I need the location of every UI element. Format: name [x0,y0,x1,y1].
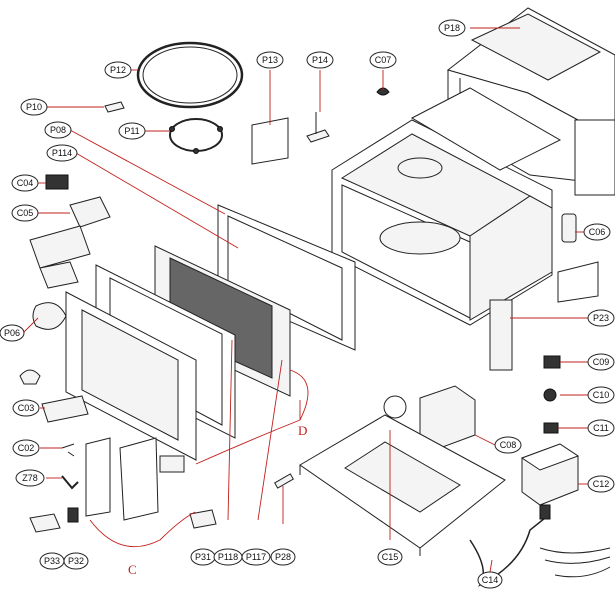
small-clip-drawing [376,87,390,96]
svg-text:C10: C10 [593,390,610,400]
label-P12: P12 [104,61,132,79]
label-P23: P23 [587,309,615,327]
coupler-drawing [104,101,125,113]
svg-text:P117: P117 [246,552,266,562]
switch-drawing [543,355,561,369]
label-P117: P117 [241,548,271,566]
capacitor-drawing [41,395,89,423]
bracket-p33-drawing [29,513,61,533]
label-C09: C09 [587,353,615,371]
svg-text:C08: C08 [500,440,517,450]
hinge-drawing [19,369,41,385]
label-P11: P11 [118,122,146,140]
bracket-drawing [306,112,330,143]
svg-text:P114: P114 [52,148,72,158]
svg-text:Z78: Z78 [22,473,38,483]
cavity-top-frame-drawing [410,87,562,171]
svg-text:C12: C12 [593,479,610,489]
latch-board-drawing [489,299,513,371]
svg-text:C06: C06 [589,227,606,237]
label-P28: P28 [270,548,296,566]
svg-text:P14: P14 [312,55,328,65]
label-P33: P33 [39,552,65,570]
svg-text:C04: C04 [17,178,34,188]
oven-cavity-drawing [331,119,553,326]
label-C06: C06 [583,223,611,241]
label-P114: P114 [46,144,78,162]
svg-text:P118: P118 [218,552,238,562]
small-switch-drawing [543,422,559,434]
svg-text:P13: P13 [262,55,278,65]
diode-drawing [61,443,75,457]
switch-c04-drawing [45,174,69,190]
svg-text:C15: C15 [382,552,399,562]
transformer-drawing [520,443,580,506]
svg-text:C07: C07 [375,55,392,65]
leader-lines [22,27,590,573]
svg-text:C09: C09 [593,357,610,367]
label-C10: C10 [587,386,615,404]
label-C12: C12 [587,475,615,493]
switch-assembly-drawing [69,196,111,228]
thermostat-drawing [543,388,557,402]
label-P14: P14 [306,51,334,69]
label-P10: P10 [20,98,48,116]
svg-text:P32: P32 [68,556,84,566]
panel-plate-drawing [85,437,111,517]
label-C05: C05 [11,204,39,222]
label-C03: C03 [12,399,40,417]
fuse-holder-drawing [561,213,577,243]
bracket-p28-drawing [274,473,294,489]
label-P31: P31 [190,548,216,566]
label-P08: P08 [44,121,72,139]
svg-text:P18: P18 [444,23,460,33]
label-Z78: Z78 [15,469,45,487]
glass-tray-drawing [136,41,244,109]
label-C04: C04 [11,174,39,192]
spring-z78-drawing [61,475,79,490]
label-C15: C15 [377,548,403,566]
svg-text:P23: P23 [593,313,609,323]
label-P18: P18 [438,19,466,37]
knob-p32-drawing [67,507,79,523]
svg-text:C02: C02 [18,443,35,453]
wire-harness-drawing [539,547,611,578]
label-C08: C08 [494,436,522,454]
svg-text:P28: P28 [275,552,291,562]
svg-text:P12: P12 [110,65,126,75]
roller-ring-drawing [169,118,223,152]
display-board-drawing [159,455,185,473]
label-C14: C14 [477,571,503,589]
switch-p31-drawing [189,509,217,529]
svg-text:P33: P33 [44,556,60,566]
svg-text:P10: P10 [26,102,42,112]
label-C07: C07 [369,51,397,69]
svg-text:C11: C11 [593,423,609,433]
svg-text:C03: C03 [18,403,35,413]
svg-text:C14: C14 [482,575,499,585]
svg-text:C05: C05 [17,208,34,218]
label-C02: C02 [12,439,40,457]
svg-text:P11: P11 [124,126,139,136]
svg-text:P06: P06 [4,328,20,338]
cover-plate-drawing [251,117,289,165]
control-panel-drawing [119,437,159,521]
label-C11: C11 [587,419,615,437]
label-P32: P32 [63,552,89,570]
group-label-D: D [298,423,307,438]
label-P06: P06 [0,324,25,342]
label-P118: P118 [213,548,243,566]
svg-text:P31: P31 [195,552,211,562]
fan-blade-drawing [32,302,67,330]
svg-text:P08: P08 [50,125,66,135]
bracket-plate-drawing [557,261,599,303]
label-P13: P13 [256,51,284,69]
group-label-C: C [128,562,137,577]
base-plate-drawing [299,414,506,556]
latch-assembly-drawing [29,225,91,289]
